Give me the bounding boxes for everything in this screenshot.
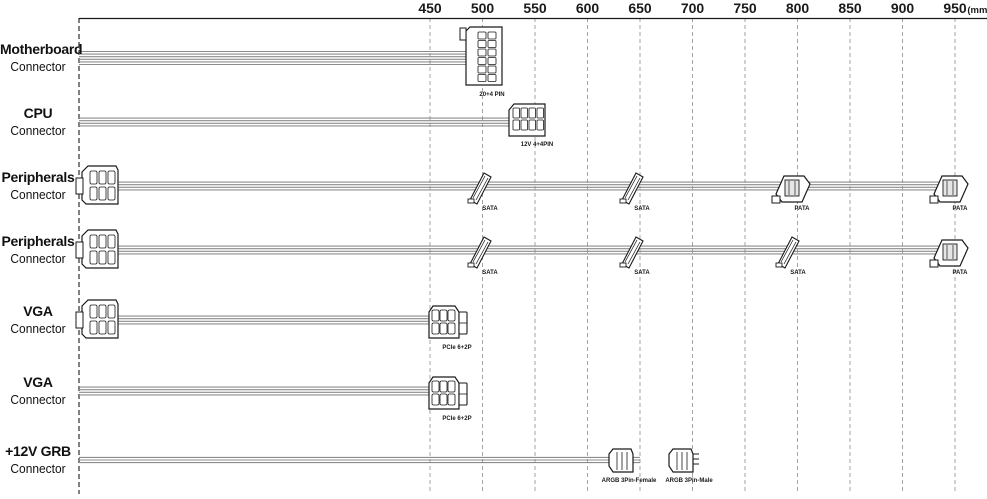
connector-sata bbox=[619, 236, 644, 269]
row-label-title: VGA bbox=[23, 303, 53, 319]
connector-argb-m bbox=[668, 448, 699, 473]
row-label-subtitle: Connector bbox=[10, 251, 66, 266]
connector-label: SATA bbox=[482, 206, 498, 212]
connector-sata bbox=[775, 236, 800, 269]
connector-label: 12V 4+4PIN bbox=[521, 142, 554, 148]
length-scale-header: 450 500 550 600 650 700 750 800 850 900 950(mm) bbox=[78, 0, 987, 494]
tick-label: 950 bbox=[943, 0, 967, 16]
connector-label: PATA bbox=[795, 206, 811, 212]
connector-eps-8 bbox=[508, 103, 546, 137]
connector-label: SATA bbox=[482, 270, 498, 276]
cable-row-cpu: 12V 4+4PIN bbox=[79, 103, 554, 148]
connector-atx-24 bbox=[459, 26, 503, 86]
connector-label: PATA bbox=[953, 206, 969, 212]
cable-row-motherboard: 20+4 PIN bbox=[79, 26, 505, 98]
row-label-subtitle: Connector bbox=[10, 123, 66, 138]
row-label-subtitle: Connector bbox=[10, 187, 66, 202]
connector-pata bbox=[929, 175, 969, 204]
row-label-subtitle: Connector bbox=[10, 321, 66, 336]
tick-label: 550 bbox=[523, 0, 547, 16]
connector-label: 20+4 PIN bbox=[479, 92, 504, 98]
row-label-subtitle: Connector bbox=[10, 461, 66, 476]
row-label-title: Motherboard bbox=[0, 41, 83, 57]
connector-pcie bbox=[428, 376, 468, 410]
tick-label: 600 bbox=[576, 0, 600, 16]
row-label-title: Peripherals bbox=[1, 233, 75, 249]
tick-label: 450 bbox=[418, 0, 442, 16]
connector-pata bbox=[929, 239, 969, 268]
psu-modular-plug bbox=[75, 229, 119, 269]
row-label-title: +12V GRB bbox=[5, 443, 71, 459]
tick-label: 800 bbox=[786, 0, 810, 16]
tick-label: 650 bbox=[628, 0, 652, 16]
cable-row-vga-2: PCIe 6+2P bbox=[79, 376, 472, 422]
connector-label: ARGB 3Pin-Female bbox=[602, 478, 657, 484]
connector-argb-f bbox=[608, 448, 634, 473]
row-label-subtitle: Connector bbox=[10, 59, 66, 74]
connector-label: SATA bbox=[634, 206, 650, 212]
row-label-title: VGA bbox=[23, 374, 53, 390]
tick-label: 850 bbox=[838, 0, 862, 16]
connector-label: PCIe 6+2P bbox=[442, 345, 471, 351]
connector-pata bbox=[771, 175, 811, 204]
row-label: VGA Connector bbox=[0, 374, 76, 408]
tick-label: 500 bbox=[471, 0, 495, 16]
connector-label: PCIe 6+2P bbox=[442, 416, 471, 422]
connector-pcie bbox=[428, 305, 468, 339]
row-label-title: Peripherals bbox=[1, 169, 75, 185]
row-label: +12V GRB Connector bbox=[0, 443, 76, 477]
row-label-subtitle: Connector bbox=[10, 392, 66, 407]
unit-label: (mm) bbox=[967, 5, 987, 16]
cable-row-vga-1: PCIe 6+2P bbox=[75, 299, 472, 351]
psu-modular-plug bbox=[75, 165, 119, 205]
connector-label: SATA bbox=[634, 270, 650, 276]
tick-label: 750 bbox=[733, 0, 757, 16]
connector-sata bbox=[619, 172, 644, 205]
tick-label: 900 bbox=[891, 0, 915, 16]
cable-row-peripherals-2: SATA SATA SATA PATA bbox=[75, 229, 969, 276]
cable-row-argb: ARGB 3Pin-Female ARGB 3Pin-Male bbox=[79, 448, 713, 484]
connector-sata bbox=[467, 172, 492, 205]
row-label: CPU Connector bbox=[0, 105, 76, 139]
connector-label: PATA bbox=[953, 270, 969, 276]
row-label: VGA Connector bbox=[0, 303, 76, 337]
connector-sata bbox=[467, 236, 492, 269]
row-label-title: CPU bbox=[23, 105, 53, 121]
psu-modular-plug bbox=[75, 299, 119, 339]
cable-row-peripherals-1: SATA SATA PATA PATA bbox=[75, 165, 969, 212]
connector-label: SATA bbox=[790, 270, 806, 276]
tick-label: 700 bbox=[681, 0, 705, 16]
connector-label: ARGB 3Pin-Male bbox=[665, 478, 713, 484]
